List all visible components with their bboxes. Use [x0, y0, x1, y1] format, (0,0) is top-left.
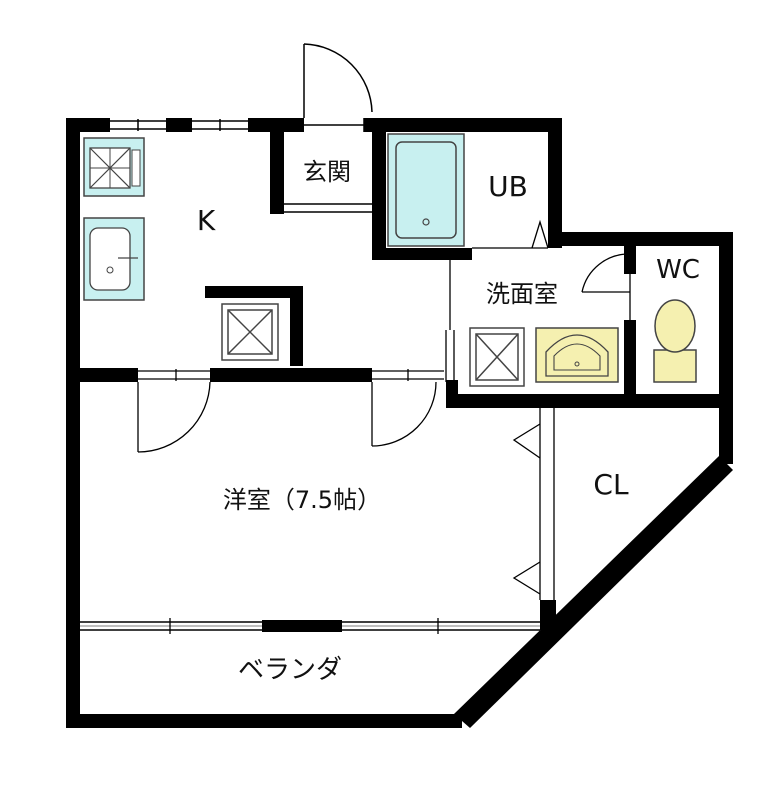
- bathtub-icon: [387, 133, 465, 247]
- entrance-label: 玄関: [303, 158, 351, 186]
- toilet-label: WC: [656, 255, 700, 285]
- windows: [110, 119, 248, 131]
- storage-box-icon: [221, 303, 279, 361]
- washing-machine-icon: [469, 327, 525, 387]
- bath-door: [472, 219, 549, 249]
- closet-partition: [512, 408, 555, 600]
- room-door-right: [371, 369, 444, 447]
- veranda-label: ベランダ: [238, 655, 342, 685]
- toilet-icon: [653, 299, 697, 383]
- bath-label: UB: [488, 170, 528, 203]
- closet-label: CL: [593, 468, 629, 501]
- room-door-left: [137, 369, 211, 453]
- washroom-door: [445, 260, 455, 382]
- sink-icon: [83, 217, 145, 301]
- veranda-window: [80, 618, 540, 634]
- washroom-label: 洗面室: [486, 280, 558, 308]
- western-room-label: 洋室（7.5帖）: [223, 486, 381, 514]
- exterior-walls: [66, 118, 733, 728]
- interior-walls: [66, 118, 733, 408]
- wash-basin-icon: [535, 327, 619, 383]
- stove-icon: [83, 137, 145, 197]
- entrance-step: [284, 203, 372, 213]
- front-door: [303, 43, 373, 132]
- kitchen-label: K: [197, 204, 216, 237]
- wc-door: [581, 253, 631, 320]
